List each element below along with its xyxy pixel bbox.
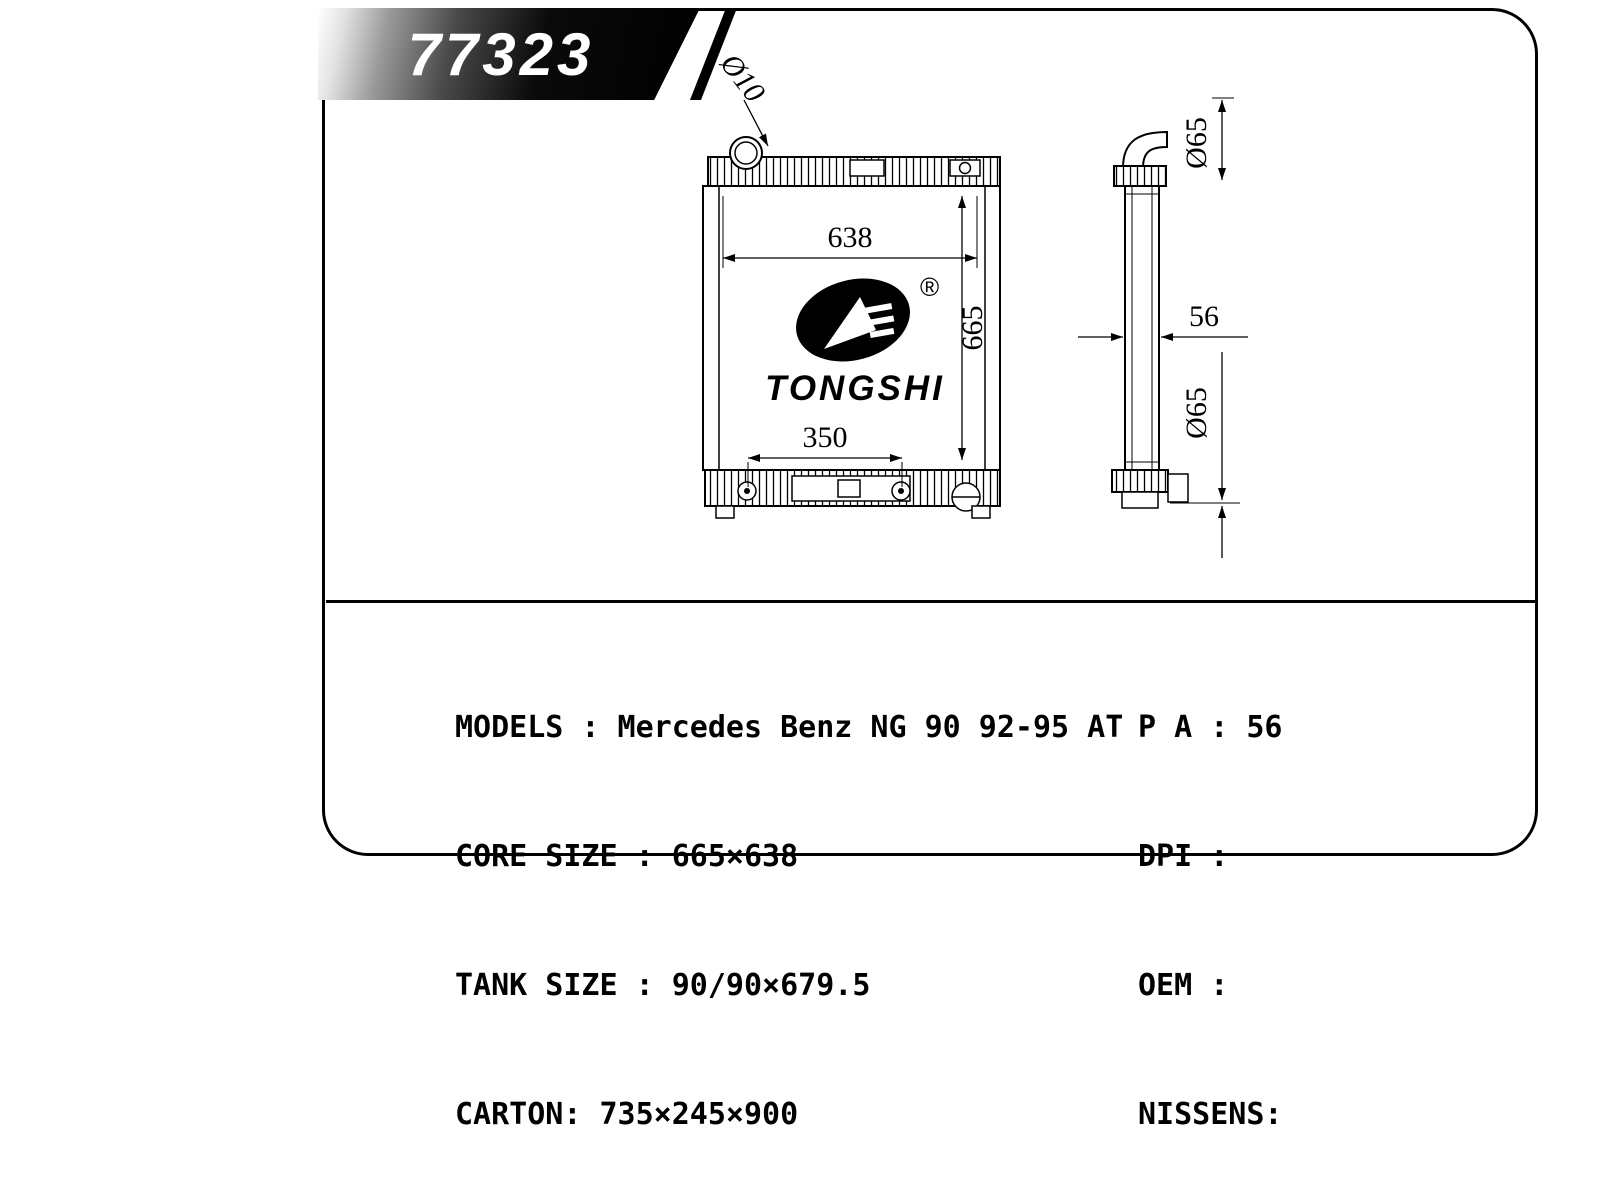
spec-pa: P A : 56 xyxy=(1138,710,1283,745)
top-right-hole xyxy=(958,161,972,175)
spec-sheet-page: { "banner": { "part_number": "77323" }, … xyxy=(318,8,1538,1132)
height-dim-label: 665 xyxy=(956,306,989,351)
spec-dpi: DPI : xyxy=(1138,839,1229,874)
side-bottom-outlet xyxy=(1167,473,1189,503)
side-bottom-step xyxy=(1121,491,1159,509)
top-elbow-pipe xyxy=(1121,130,1168,169)
section-divider xyxy=(326,600,1536,603)
hole-dim-label: Ø10 xyxy=(713,47,771,109)
side-bottom-flange xyxy=(1111,469,1169,493)
logo-stripe-3 xyxy=(869,327,895,339)
side-top-flange xyxy=(1113,165,1167,187)
side-dimensions: Ø65 56 Ø65 xyxy=(1078,97,1248,558)
registered-mark: ® xyxy=(920,272,939,302)
hole-leader-line xyxy=(743,99,769,147)
logo-stripe-1 xyxy=(857,303,893,315)
part-number: 77323 xyxy=(407,20,595,88)
part-number-banner: 77323 xyxy=(318,8,700,100)
spec-nissens: NISSENS: xyxy=(1138,1097,1283,1132)
spec-oem: OEM : xyxy=(1138,968,1229,1003)
logo-stripe-2 xyxy=(863,315,895,327)
thickness-dim-label: 56 xyxy=(1189,300,1219,333)
spec-carton: CARTON: 735×245×900 xyxy=(455,1097,799,1132)
specs-left-column: MODELS : Mercedes Benz NG 90 92-95 AT CO… xyxy=(455,620,1123,1179)
brand-name: TONGSHI xyxy=(765,369,945,408)
spec-core-size: CORE SIZE : 665×638 xyxy=(455,839,799,874)
left-bolt-dot xyxy=(744,488,750,494)
right-foot xyxy=(971,505,991,519)
front-view xyxy=(702,136,1001,519)
top-pipe-dim-label: Ø65 xyxy=(1180,117,1213,169)
bolt-span-dim-label: 350 xyxy=(803,421,848,454)
right-bolt-dot xyxy=(898,488,904,494)
brand-logo: ® TONGSHI xyxy=(765,272,945,408)
specs-right-column: P A : 56 DPI : OEM : NISSENS: xyxy=(1138,620,1283,1179)
radiator-drawing: 638 665 350 Ø10 Ø65 56 Ø65 xyxy=(702,47,1248,558)
spec-models: MODELS : Mercedes Benz NG 90 92-95 AT xyxy=(455,710,1124,745)
bottom-bracket-slot xyxy=(837,479,861,498)
side-view xyxy=(1111,130,1189,509)
width-dim-label: 638 xyxy=(828,221,873,254)
side-body xyxy=(1124,185,1160,471)
left-foot xyxy=(715,505,735,519)
spec-tank-size: TANK SIZE : 90/90×679.5 xyxy=(455,968,871,1003)
top-bracket-center xyxy=(849,159,885,177)
bottom-pipe-dim-label: Ø65 xyxy=(1180,387,1213,439)
sheet-border xyxy=(322,8,1538,856)
filler-neck-inner xyxy=(734,141,758,165)
